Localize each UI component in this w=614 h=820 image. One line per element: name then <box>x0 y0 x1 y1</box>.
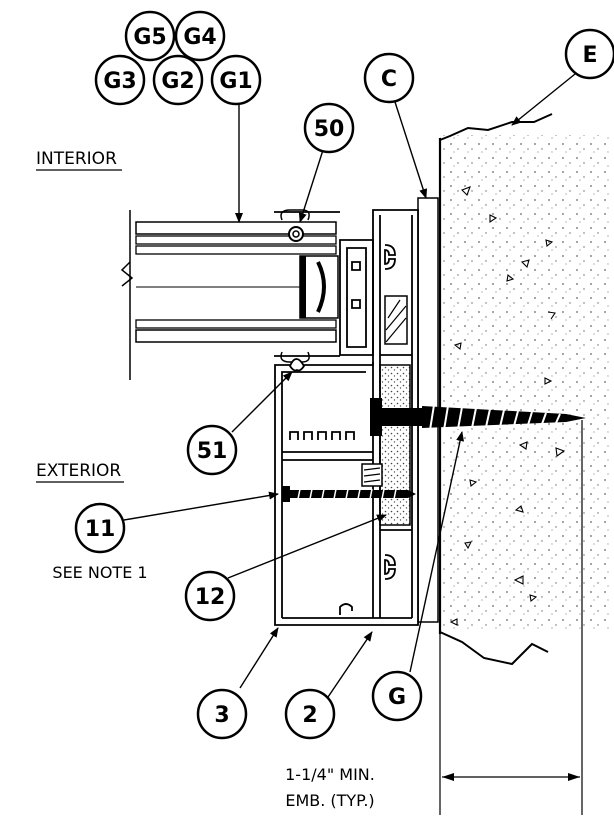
callout-11: 11 <box>74 502 126 554</box>
embed-label-line2: EMB. (TYP.) <box>285 791 374 810</box>
embed-label-line1: 1-1/4" MIN. <box>285 765 375 784</box>
callout-2: 2 <box>284 688 336 740</box>
svg-text:C: C <box>381 67 397 92</box>
gasket-50 <box>288 226 304 242</box>
backer-fill <box>379 364 411 526</box>
callout-g3: G3 <box>94 54 146 106</box>
isolator-block <box>384 295 408 345</box>
svg-text:G: G <box>388 685 406 710</box>
callout-c: C <box>363 52 415 104</box>
callout-g: G <box>371 670 423 722</box>
svg-text:12: 12 <box>195 585 226 610</box>
svg-text:51: 51 <box>197 439 228 464</box>
callout-g4: G4 <box>174 10 226 62</box>
svg-text:2: 2 <box>302 703 317 728</box>
callout-51: 51 <box>186 424 238 476</box>
insulated-glass-unit <box>120 209 340 380</box>
svg-text:G1: G1 <box>219 69 252 94</box>
callout-g5: G5 <box>124 10 176 62</box>
svg-text:G5: G5 <box>133 25 166 50</box>
svg-text:11: 11 <box>85 517 116 542</box>
callout-50: 50 <box>303 102 355 154</box>
callout-g2: G2 <box>152 54 204 106</box>
svg-text:G3: G3 <box>103 69 136 94</box>
see-note-label: SEE NOTE 1 <box>52 563 147 582</box>
svg-text:G2: G2 <box>161 69 194 94</box>
svg-text:3: 3 <box>214 703 229 728</box>
interior-label: INTERIOR <box>36 149 117 169</box>
embedment-dimension <box>439 420 583 815</box>
screw-11 <box>282 463 416 502</box>
gasket-51 <box>288 358 306 372</box>
svg-text:50: 50 <box>314 117 345 142</box>
callout-g1: G1 <box>210 54 262 106</box>
svg-text:G4: G4 <box>183 25 216 50</box>
callout-3: 3 <box>196 688 248 740</box>
callout-12: 12 <box>184 570 236 622</box>
concrete-substrate <box>438 113 610 666</box>
anchor-screw-g <box>370 398 586 436</box>
callout-e: E <box>564 28 614 80</box>
svg-text:E: E <box>582 43 597 68</box>
leader-lines <box>123 69 581 701</box>
exterior-label: EXTERIOR <box>36 461 121 481</box>
